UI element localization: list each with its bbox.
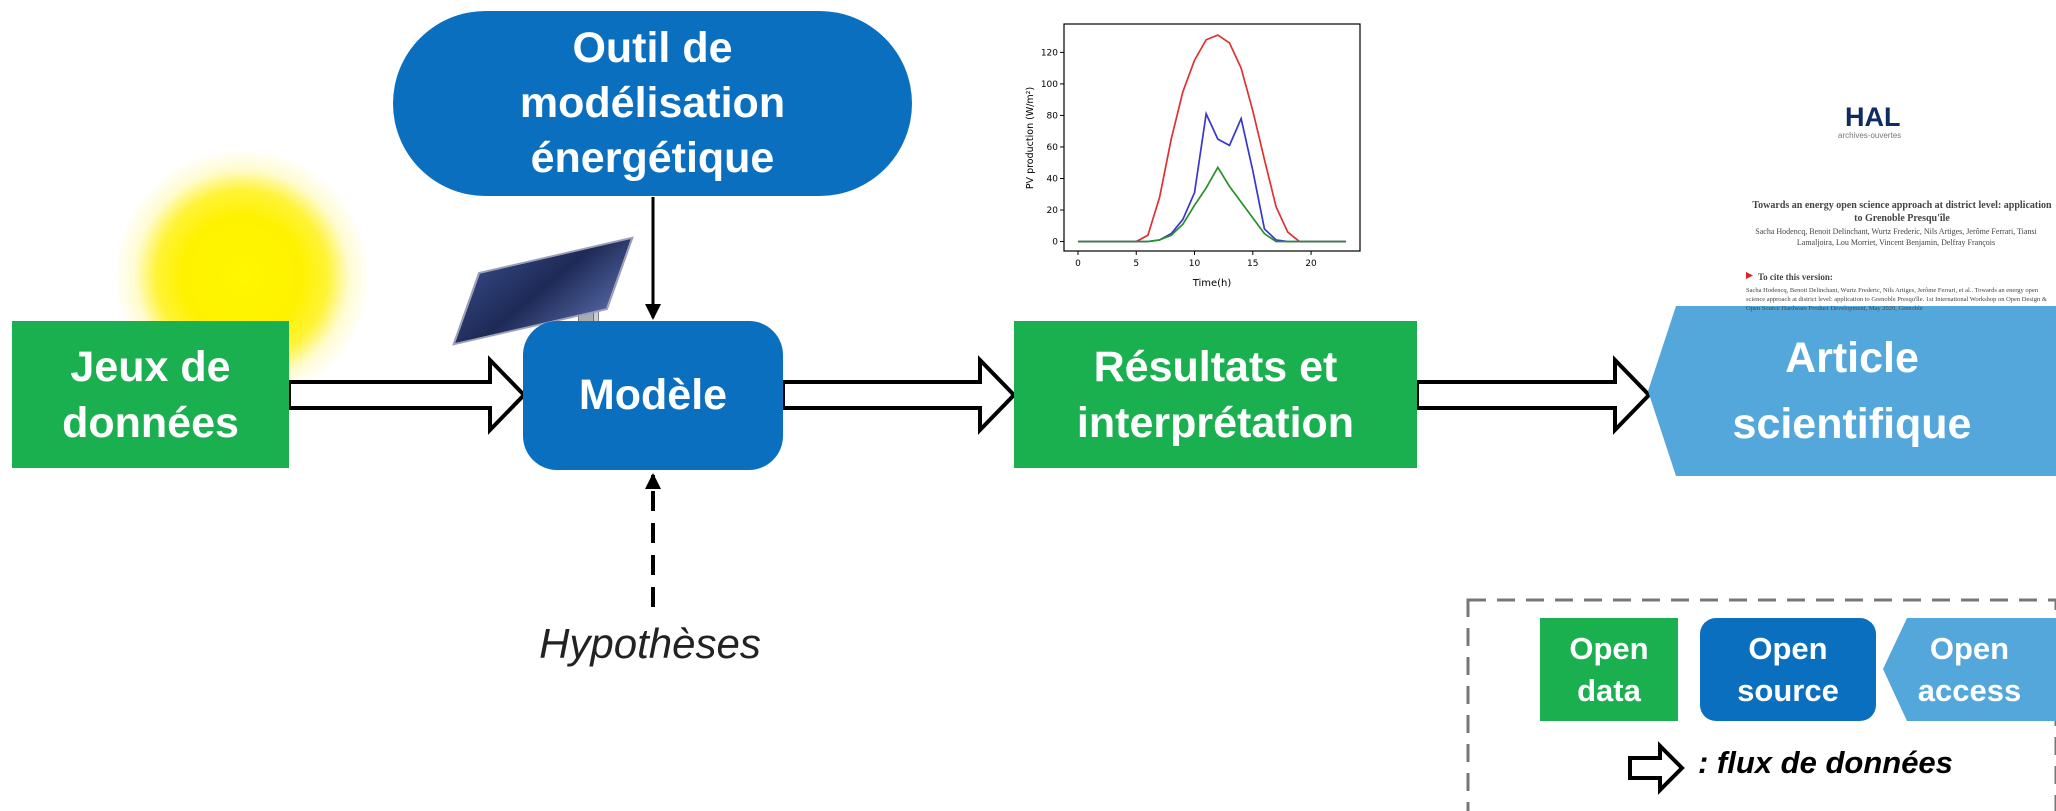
x-tick-label: 5: [1133, 259, 1139, 269]
paper-authors: Sacha Hodencq, Benoit Delinchant, Wurtz …: [1755, 227, 2037, 247]
cite-heading: To cite this version:: [1758, 272, 1833, 282]
flow-arrow-model-to-results: [781, 355, 1017, 435]
hal-logo: HAL: [1845, 102, 1901, 132]
x-tick-label: 0: [1075, 259, 1081, 269]
chart-plot-frame: [1063, 23, 1361, 252]
legend-dashed-frame: [1466, 598, 2056, 811]
legend-flux-arrow: [1628, 741, 1685, 795]
y-tick-label: 100: [1041, 80, 1058, 90]
x-tick-label: 20: [1305, 259, 1317, 269]
model-box: Modèle: [523, 321, 783, 470]
y-tick-label: 20: [1047, 206, 1059, 216]
assumptions-label: Hypothèses: [539, 620, 761, 667]
cite-marker-icon: [1746, 272, 1753, 279]
hal-paper-preview: HAL archives-ouvertes Towards an energy …: [1728, 90, 2056, 312]
hal-logo-subtitle: archives-ouvertes: [1838, 131, 1902, 140]
y-axis-label: PV production (W/m²): [1025, 87, 1036, 189]
scientific-article-box: Article scientifique: [1648, 306, 2056, 476]
y-tick-label: 60: [1047, 143, 1059, 153]
pv-production-chart: 0 5 10 15 20 0 20 40 60 80 100 120 Time(h) PV produ…: [1022, 23, 1361, 292]
pv-production-chart-svg: 0 5 10 15 20 0 20 40 60 80 100 120 Time(h) PV produ…: [1025, 23, 1361, 289]
x-tick-label: 10: [1189, 259, 1201, 269]
paper-title: Towards an energy open science approach …: [1752, 200, 2052, 224]
y-tick-label: 40: [1047, 174, 1059, 184]
energy-modeling-tool-box: Outil de modélisation énergétique: [393, 11, 912, 196]
flow-arrow-results-to-article: [1415, 355, 1652, 435]
legend-open-data-swatch: Open data: [1540, 618, 1678, 721]
legend-flux-label: : flux de données: [1698, 745, 1953, 780]
open-data-datasets-box: Jeux de données: [12, 321, 289, 468]
y-tick-label: 0: [1052, 238, 1058, 248]
series-line-3: [1077, 165, 1347, 243]
cite-text: Sacha Hodencq, Benoit Delinchant, Wurtz …: [1746, 287, 2047, 312]
y-tick-label: 80: [1047, 111, 1059, 121]
y-tick-label: 120: [1041, 48, 1058, 58]
legend-open-source-swatch: Open source: [1700, 618, 1876, 721]
legend-open-access-swatch: Open access: [1883, 618, 2056, 721]
results-interpretation-box: Résultats et interprétation: [1014, 321, 1417, 468]
flow-arrow-datasets-to-model: [287, 355, 527, 435]
x-axis-label: Time(h): [1192, 278, 1232, 289]
x-tick-label: 15: [1247, 259, 1258, 269]
